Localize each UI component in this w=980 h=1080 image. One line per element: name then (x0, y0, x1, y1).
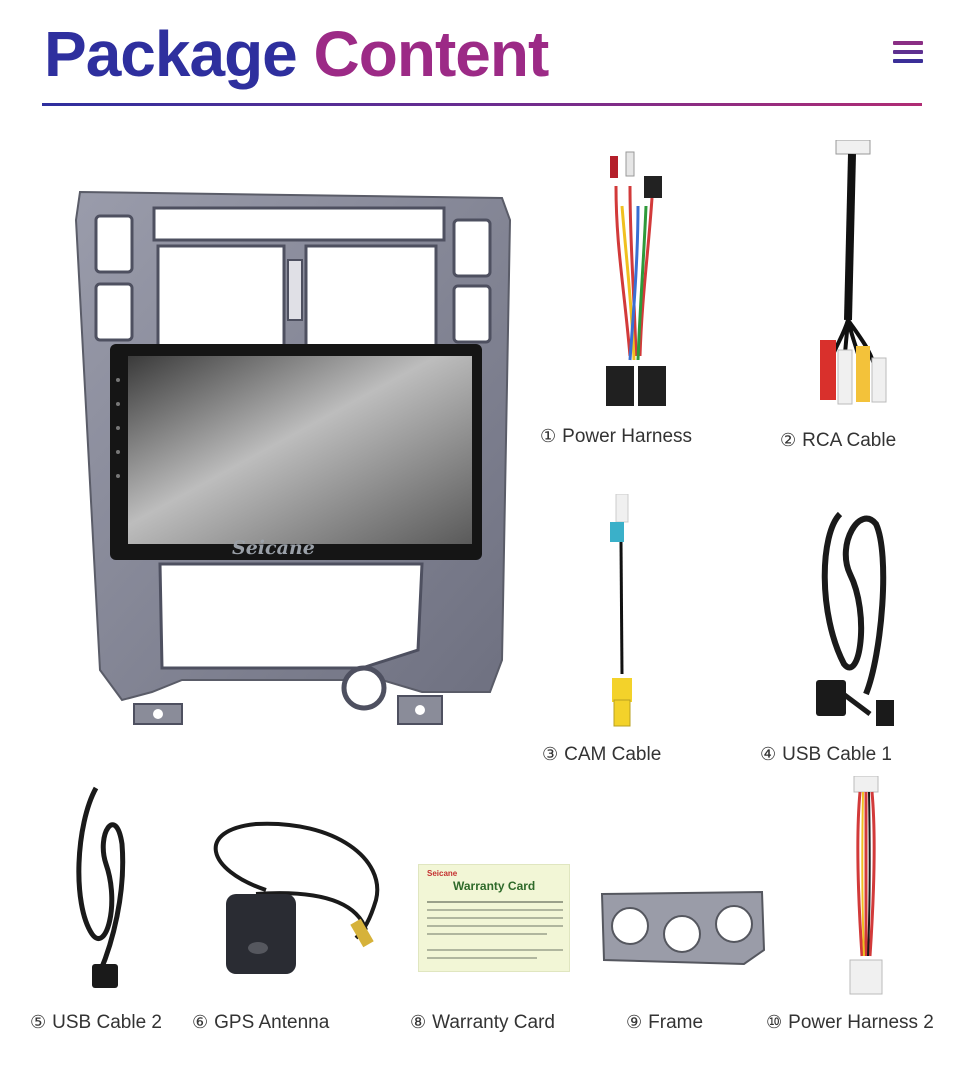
main-unit-image: Seicane (62, 180, 522, 730)
page-header: Package Content (0, 0, 980, 110)
cam-cable-image (596, 494, 646, 734)
frame-image (600, 890, 766, 968)
title-word-content: Content (313, 18, 550, 90)
power-harness-2-image (840, 776, 892, 1000)
warranty-card-image: Seicane Warranty Card (418, 864, 570, 972)
warranty-card-brand: Seicane (427, 869, 458, 878)
power-harness-image (594, 146, 674, 418)
header-divider (42, 103, 922, 106)
warranty-card-title: Warranty Card (453, 879, 536, 893)
gps-antenna-image (196, 820, 396, 990)
usb-cable-2-image (66, 784, 132, 992)
rca-cable-image (812, 140, 892, 406)
brand-logo: Seicane (232, 537, 315, 559)
title-word-package: Package (44, 18, 298, 90)
page-title: Package Content (44, 14, 550, 94)
usb-cable-1-image (800, 494, 900, 738)
menu-icon[interactable] (888, 36, 928, 70)
